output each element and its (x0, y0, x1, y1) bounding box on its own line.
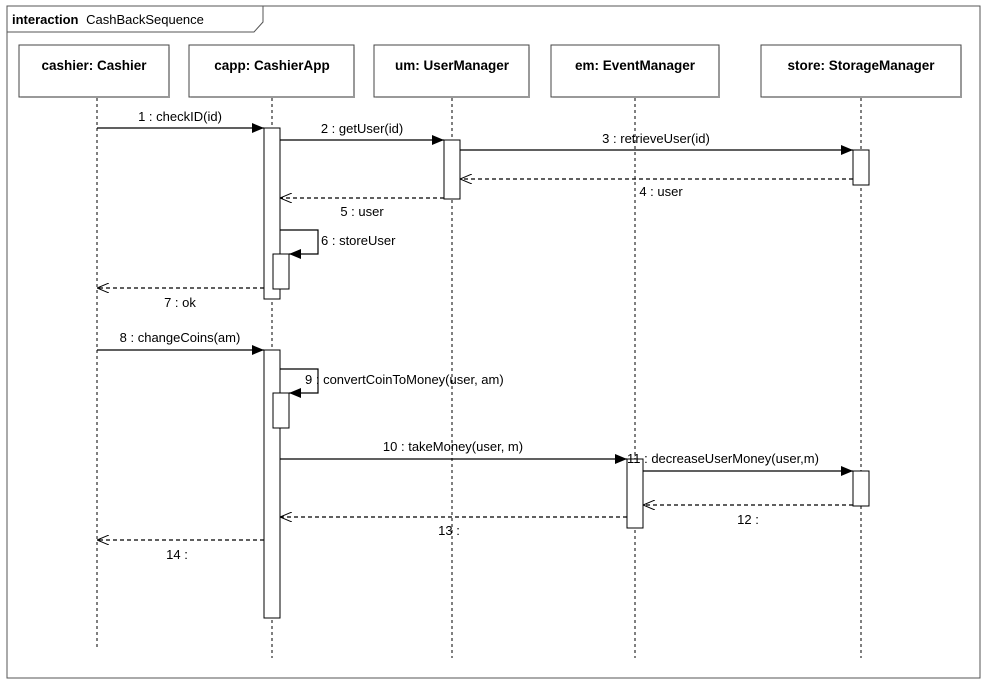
interaction-frame (6, 5, 981, 679)
message-arrow-6 (280, 229, 319, 259)
lifeline-header-capp[interactable]: capp: CashierApp (188, 44, 355, 98)
frame-title: interaction CashBackSequence (12, 12, 204, 27)
message-label-8: 8 : changeCoins(am) (120, 330, 241, 345)
lifeline-header-store[interactable]: store: StorageManager (760, 44, 962, 98)
message-label-2: 2 : getUser(id) (321, 121, 403, 136)
frame-name: CashBackSequence (86, 12, 204, 27)
message-arrow-9 (280, 368, 319, 398)
message-label-13: 13 : (438, 523, 460, 538)
message-label-5: 5 : user (340, 204, 384, 219)
activation-bar (852, 470, 870, 507)
activation-bar (852, 149, 870, 186)
lifeline-label-capp: capp: CashierApp (214, 58, 330, 73)
message-label-1: 1 : checkID(id) (138, 109, 222, 124)
message-label-3: 3 : retrieveUser(id) (602, 131, 710, 146)
message-label-10: 10 : takeMoney(user, m) (383, 439, 523, 454)
activation-bar (626, 458, 644, 529)
message-label-11: 11 : decreaseUserMoney(user,m) (627, 451, 819, 466)
lifeline-header-cashier[interactable]: cashier: Cashier (18, 44, 170, 98)
message-label-7: 7 : ok (164, 295, 196, 310)
lifeline-label-store: store: StorageManager (787, 58, 935, 73)
activation-bar (272, 392, 290, 429)
activation-bar (443, 139, 461, 200)
frame-keyword: interaction (12, 12, 79, 27)
message-label-9: 9 : convertCoinToMoney(user, am) (305, 372, 504, 387)
activation-bar (263, 349, 281, 619)
lifeline-label-cashier: cashier: Cashier (41, 58, 147, 73)
message-label-6: 6 : storeUser (321, 233, 396, 248)
message-label-14: 14 : (166, 547, 188, 562)
activation-bar (272, 253, 290, 290)
lifeline-label-um: um: UserManager (395, 58, 510, 73)
lifeline-header-um[interactable]: um: UserManager (373, 44, 530, 98)
message-label-4: 4 : user (639, 184, 683, 199)
message-label-12: 12 : (737, 512, 759, 527)
lifeline-label-em: em: EventManager (575, 58, 696, 73)
frame-tab (7, 6, 264, 33)
lifeline-header-em[interactable]: em: EventManager (550, 44, 720, 98)
